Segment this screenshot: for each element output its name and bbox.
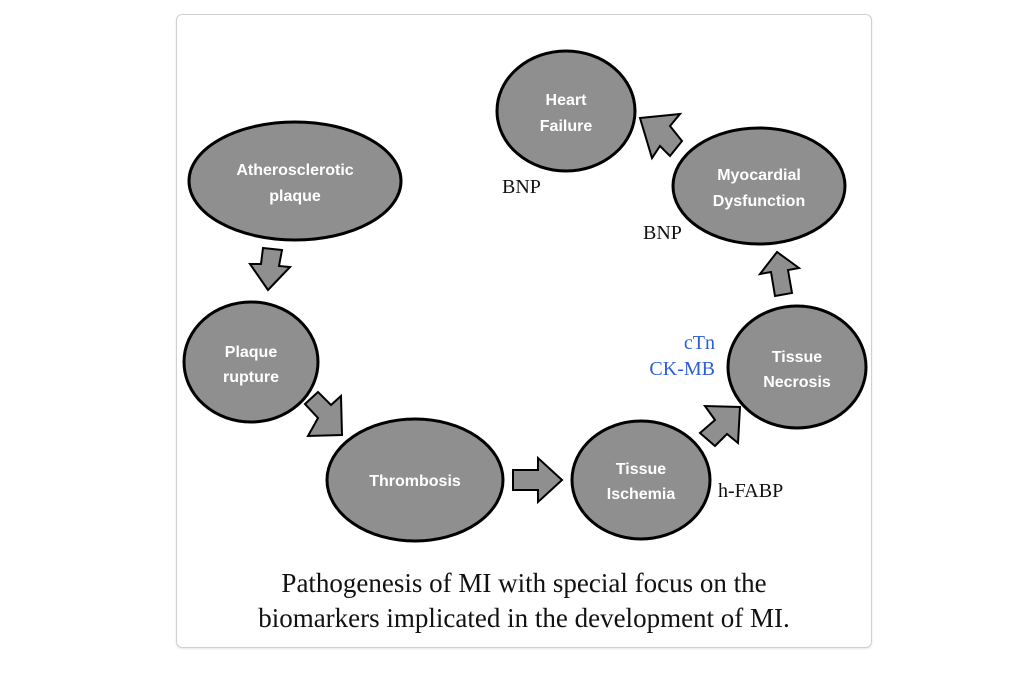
node-tissue-ischemia: Tissue Ischemia (570, 419, 712, 541)
node-label: Heart (546, 92, 588, 109)
biomarker-ck-mb: CK-MB (649, 358, 715, 380)
node-plaque-rupture: Plaque rupture (182, 300, 320, 424)
node-label: Tissue (772, 349, 823, 366)
node-heart-failure: Heart Failure (495, 49, 637, 173)
node-label: Myocardial (717, 167, 801, 184)
node-label: Dysfunction (713, 193, 805, 210)
figure-caption: Pathogenesis of MI with special focus on… (176, 566, 872, 636)
arrow-necrosis-to-dysfunction (757, 250, 802, 298)
arrow-dysfunction-to-heartfailure (638, 112, 684, 161)
node-label: Thrombosis (369, 473, 461, 490)
caption-line-1: Pathogenesis of MI with special focus on… (281, 568, 767, 598)
node-label: Ischemia (607, 486, 676, 503)
node-label: Tissue (616, 461, 667, 478)
arrow-rupture-to-thrombosis (303, 390, 344, 438)
caption-line-2: biomarkers implicated in the development… (258, 603, 790, 633)
node-tissue-necrosis: Tissue Necrosis (726, 304, 868, 430)
node-label: Failure (540, 118, 593, 135)
node-myocardial-dysfunction: Myocardial Dysfunction (671, 126, 847, 246)
node-label: Necrosis (763, 374, 831, 391)
node-atherosclerotic-plaque: Atherosclerotic plaque (187, 120, 403, 242)
node-label: plaque (269, 188, 321, 205)
biomarker-bnp-myocardial-dysfunction: BNP (643, 222, 682, 244)
biomarker-ctn: cTn (684, 332, 715, 354)
arrow-plaque-to-rupture (248, 246, 293, 292)
node-label: Atherosclerotic (236, 162, 353, 179)
arrow-ischemia-to-necrosis (698, 404, 742, 448)
arrow-thrombosis-to-ischemia (512, 455, 564, 505)
node-thrombosis: Thrombosis (325, 417, 505, 543)
biomarker-h-fabp: h-FABP (718, 480, 783, 502)
node-label: Plaque (225, 344, 278, 361)
biomarker-bnp-heart-failure: BNP (502, 176, 541, 198)
node-label: rupture (223, 369, 279, 386)
